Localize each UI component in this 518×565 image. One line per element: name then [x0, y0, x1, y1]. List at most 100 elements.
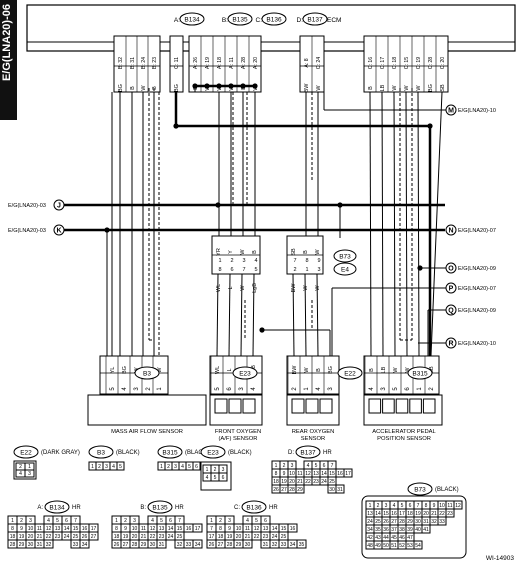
legend-b73-oval — [407, 482, 433, 496]
joint-pin-number: 7 — [242, 267, 245, 273]
sensor-code-E23-code: E23 — [239, 371, 251, 378]
legend-b134-pin: 18 — [10, 534, 16, 540]
legend-b134-pin: 29 — [19, 542, 25, 548]
legend-b73-pin: 37 — [391, 527, 397, 533]
legend-b134-pin: 15 — [73, 526, 79, 532]
legend-b134-pin: 10 — [28, 526, 34, 532]
ecm-pin-number: C: 15 — [404, 57, 410, 70]
legend-b73-pin: 11 — [447, 503, 452, 509]
legend-b73-desc: (BLACK) — [435, 487, 459, 493]
legend-e22-oval — [13, 445, 39, 459]
legend-b134-pin: 4 — [47, 518, 50, 524]
sensor-wire-color: BW — [292, 365, 298, 375]
wire-color: W — [404, 85, 410, 91]
legend-b134-prefix: A: — [37, 505, 43, 511]
sensor-wire-color: W — [405, 367, 411, 373]
ecm-pin-number: C: 28 — [428, 57, 434, 70]
joint-pin-number: 2 — [230, 258, 233, 264]
ecm-pin-number: C: 17 — [380, 57, 386, 70]
legend-b315-pin: 3 — [174, 464, 177, 470]
sensor-wire-color: SB — [429, 366, 435, 374]
legend-b73-pin: 47 — [407, 535, 413, 541]
legend-b137-prefix: D: — [288, 450, 294, 456]
legend-b73-pin: 28 — [399, 519, 405, 525]
legend-b134-pin: 28 — [10, 542, 16, 548]
legend-b135-pin: 31 — [159, 542, 165, 548]
right-ref-label: E/G(LNA20)-09 — [458, 266, 496, 272]
legend-b73-pin: 18 — [407, 511, 413, 517]
legend-b315-pin: 5 — [188, 464, 191, 470]
sensor-body-B3 — [87, 394, 207, 426]
wire-color: SB — [440, 84, 446, 92]
sensor-pin-number: 3 — [134, 387, 140, 391]
sensor-name: ACCELERATOR PEDAL — [372, 429, 436, 435]
legend-b137-desc: HR — [323, 450, 332, 456]
legend-b73-pin: 14 — [375, 511, 381, 517]
legend-b315-code: B315 — [162, 450, 178, 457]
legend-b135-pin: 18 — [114, 534, 120, 540]
legend-b135-desc: HR — [175, 505, 184, 511]
legend-b73-pin: 25 — [375, 519, 381, 525]
bus-splice — [240, 83, 246, 89]
sensor-code-E23-oval — [232, 366, 258, 380]
splice — [259, 327, 265, 333]
joint-wire-color: B — [252, 250, 258, 254]
sensor-name: FRONT OXYGEN — [215, 429, 261, 435]
joint-pin-number: 3 — [242, 258, 245, 264]
right-ref-label: E/G(LNA20)-09 — [458, 308, 496, 314]
legend-b73-pin: 39 — [407, 527, 413, 533]
wire-color: BW — [304, 83, 310, 93]
left-ref-label: E/G(LNA20)-03 — [8, 203, 46, 209]
legend-b137-pin: 24 — [321, 479, 327, 485]
sensor-pin-number: 6 — [405, 387, 411, 391]
legend-b137-cell — [295, 484, 305, 494]
legend-b135-pin: 15 — [177, 526, 183, 532]
joint-code-bottom-oval — [333, 262, 357, 276]
legend-b73-pin: 2 — [377, 503, 380, 509]
legend-b134-pin: 13 — [55, 526, 61, 532]
right-ref-label: E/G(LNA20)-07 — [458, 228, 496, 234]
app-wire — [430, 91, 443, 357]
legend-e23-desc: (BLACK) — [228, 450, 252, 456]
right-ref-circle — [445, 224, 457, 236]
ecm-pin-number: A: 26 — [193, 57, 199, 69]
legend-b3-code: B3 — [97, 450, 105, 457]
legend-b134-pin: 16 — [82, 526, 88, 532]
joint-pin-number: 3 — [317, 267, 320, 273]
legend-b137-pin: 17 — [345, 471, 351, 477]
legend-b135-pin: 10 — [132, 526, 138, 532]
joint-wire-color: W — [240, 249, 246, 255]
sensor-wire-color: BG — [122, 366, 128, 374]
sensor-pin-number: 2 — [146, 387, 152, 391]
sensor-wire-color: YL — [110, 367, 116, 374]
legend-e23-pin: 6 — [222, 475, 225, 481]
ecm-pin-number: B: 32 — [118, 57, 124, 69]
legend-b73-pin: 3 — [385, 503, 388, 509]
legend-b315-pin: 2 — [167, 464, 170, 470]
legend-b73-cell — [445, 508, 455, 518]
sensor-pin-number: 3 — [328, 387, 334, 391]
ecm-connector-C-code: B136 — [266, 17, 282, 24]
sensor-wire-color: BG — [328, 366, 334, 374]
sensor-wire-color: W — [304, 367, 310, 373]
app-wire — [405, 91, 408, 357]
legend-b135-cell — [192, 539, 203, 549]
ecm-pin-number: B: 23 — [152, 57, 158, 69]
legend-b134-pin: 2 — [20, 518, 23, 524]
legend-b137-pin: 25 — [329, 479, 335, 485]
legend-b137-pin: 2 — [283, 463, 286, 469]
right-ref-letter: M — [448, 108, 454, 115]
sensor-code-B3-code: B3 — [143, 371, 151, 378]
sensor-pin-number: 2 — [429, 387, 435, 391]
legend-b137-pin: 21 — [297, 479, 303, 485]
legend-e23-cell — [218, 472, 228, 482]
legend-b136-pin: 2 — [219, 518, 222, 524]
sensor-pin-number: 4 — [122, 387, 128, 391]
legend-b135-pin: 27 — [123, 542, 129, 548]
legend-b73-pin: 35 — [375, 527, 381, 533]
legend-b135-cell — [192, 523, 203, 533]
wire-color: B — [130, 86, 136, 90]
legend-b73-pin: 19 — [415, 511, 421, 517]
legend-b73-pin: 16 — [391, 511, 397, 517]
